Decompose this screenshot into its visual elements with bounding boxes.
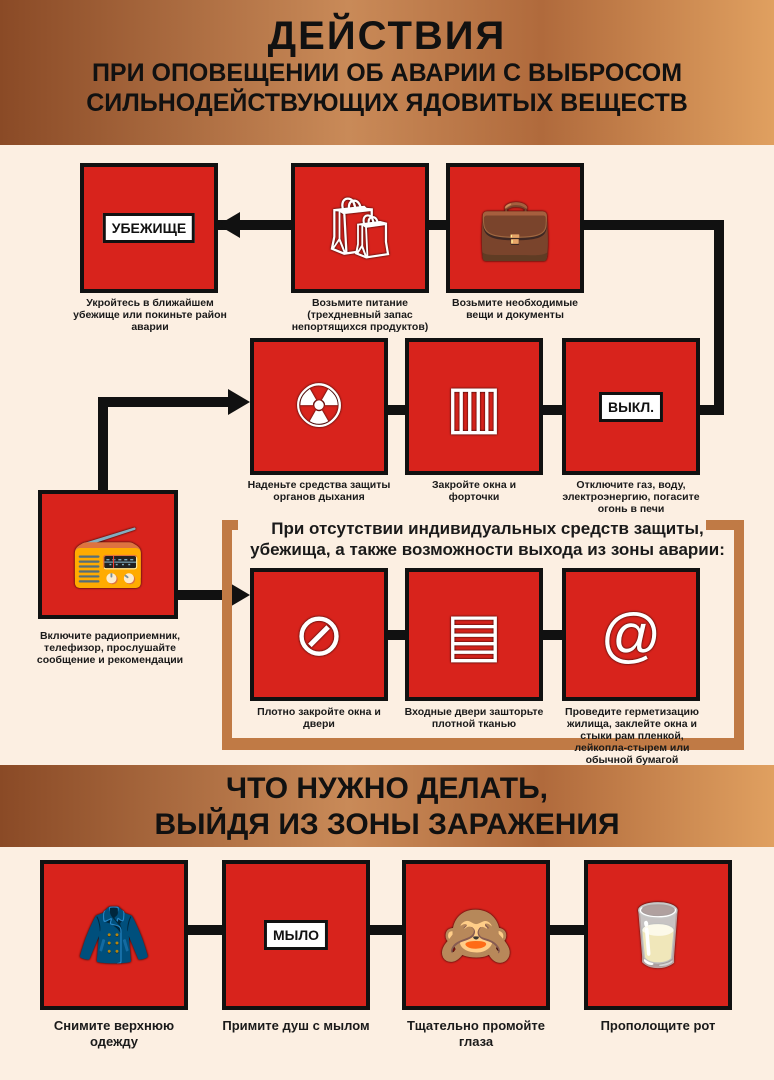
connector <box>185 925 605 935</box>
caption-shower: Примите душ с мылом <box>222 1018 370 1033</box>
window-icon: ▥ <box>445 372 503 440</box>
arrow-right-icon <box>228 389 250 415</box>
arrow-left-icon <box>218 212 240 238</box>
food-bag-icon: 🛍 <box>321 194 399 262</box>
connector <box>98 397 228 407</box>
poster-title: ДЕЙСТВИЯ <box>267 14 507 58</box>
header-banner: ДЕЙСТВИЯ ПРИ ОПОВЕЩЕНИИ ОБ АВАРИИ С ВЫБР… <box>0 0 774 145</box>
connector <box>543 630 563 640</box>
switch-off-panel: ВЫКЛ. <box>562 338 700 475</box>
caption-curtain: Входные двери зашторьте плотной тканью <box>404 706 544 730</box>
connector <box>543 405 563 415</box>
bracket-corner <box>228 520 238 550</box>
documents-panel: 💼 <box>446 163 584 293</box>
door-lock-icon: ⊘ <box>293 600 345 668</box>
poster-subtitle-2: СИЛЬНОДЕЙСТВУЮЩИХ ЯДОВИТЫХ ВЕЩЕСТВ <box>86 89 688 117</box>
undress-panel: 🧥 <box>40 860 188 1010</box>
coat-hanger-icon: 🧥 <box>76 901 152 969</box>
caption-shelter: Укройтесь в ближайшем убежище или покинь… <box>73 297 227 333</box>
gas-mask-panel: ☢ <box>250 338 388 475</box>
eyes-panel: 🙈 <box>402 860 550 1010</box>
connector <box>388 405 408 415</box>
shelter-sign: УБЕЖИЩЕ <box>102 213 196 243</box>
connector <box>584 220 724 230</box>
caption-tape: Проведите герметизацию жилища, заклейте … <box>565 706 699 766</box>
arrow-right-icon <box>228 582 250 608</box>
caption-rinse: Прополощите рот <box>600 1018 716 1033</box>
switch-off-label: ВЫКЛ. <box>598 391 664 422</box>
connector <box>218 220 298 230</box>
section-title-2: ВЫЙДЯ ИЗ ЗОНЫ ЗАРАЖЕНИЯ <box>154 808 620 841</box>
cup-icon: 🥛 <box>620 901 696 969</box>
gas-mask-icon: ☢ <box>292 372 346 440</box>
tape-roll-icon: @ <box>600 601 662 668</box>
caption-radio: Включите радиоприемник, телефизор, просл… <box>36 630 184 666</box>
poster-subtitle-1: ПРИ ОПОВЕЩЕНИИ ОБ АВАРИИ С ВЫБРОСОМ <box>91 59 683 87</box>
caption-undress: Снимите верхнюю одежду <box>53 1018 175 1049</box>
seal-doors-panel: ⊘ <box>250 568 388 701</box>
note-text: При отсутствии индивидуальных средств за… <box>250 519 725 559</box>
caption-switch-off: Отключите газ, воду, электроэнергию, пог… <box>562 479 700 515</box>
connector <box>388 630 408 640</box>
food-panel: 🛍 <box>291 163 429 293</box>
caption-eyes: Тщательно промойте глаза <box>407 1018 545 1049</box>
radio-panel: 📻 <box>38 490 178 619</box>
caption-seal-doors: Плотно закройте окна и двери <box>257 706 381 730</box>
connector <box>714 220 724 415</box>
bracket-corner <box>706 520 744 740</box>
connector <box>178 590 228 600</box>
bracket-frame <box>222 520 744 750</box>
curtain-panel: ▤ <box>405 568 543 701</box>
section-title-1: ЧТО НУЖНО ДЕЛАТЬ, <box>226 772 548 805</box>
window-panel: ▥ <box>405 338 543 475</box>
bag-icon: 💼 <box>477 194 553 262</box>
caption-window: Закройте окна и форточки <box>431 479 517 503</box>
caption-gas-mask: Наденьте средства защиты органов дыхания <box>247 479 391 503</box>
connector <box>698 405 724 415</box>
curtain-icon: ▤ <box>445 600 503 668</box>
section-banner: ЧТО НУЖНО ДЕЛАТЬ, ВЫЙДЯ ИЗ ЗОНЫ ЗАРАЖЕНИ… <box>0 765 774 847</box>
connector <box>98 397 108 492</box>
connector <box>428 220 448 230</box>
rinse-panel: 🥛 <box>584 860 732 1010</box>
tape-panel: @ <box>562 568 700 701</box>
face-wash-icon: 🙈 <box>438 901 514 969</box>
soap-label: МЫЛО <box>263 920 329 950</box>
shelter-panel: УБЕЖИЩЕ <box>80 163 218 293</box>
caption-documents: Возьмите необходимые вещи и документы <box>451 297 579 321</box>
radio-icon: 📻 <box>70 521 146 588</box>
caption-food: Возьмите питание (трехдневный запас непо… <box>291 297 429 333</box>
shower-panel: МЫЛО <box>222 860 370 1010</box>
